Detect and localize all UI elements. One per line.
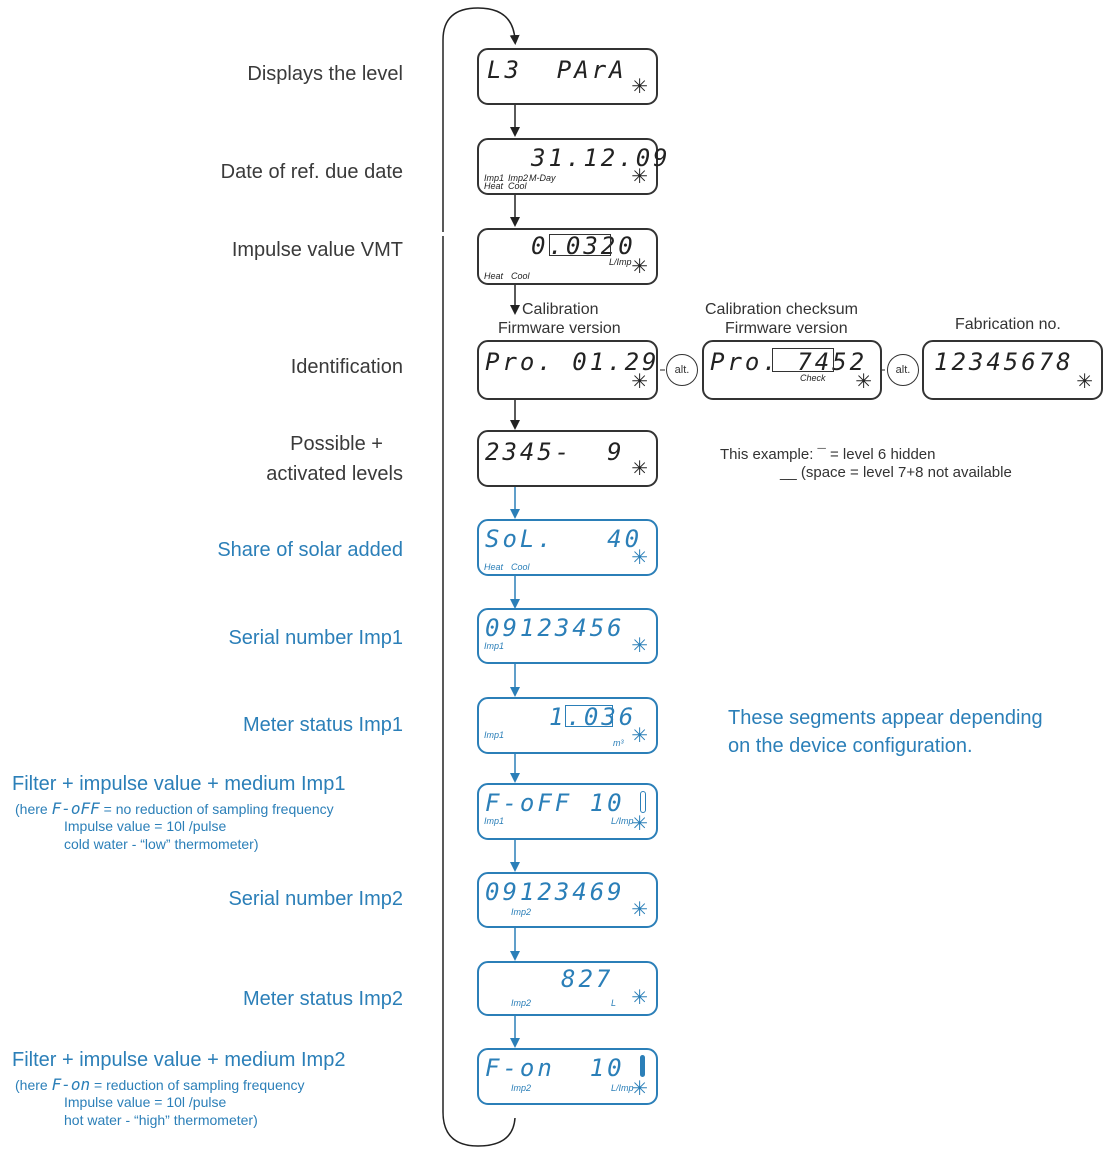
lcd-unit: m³ [613, 738, 624, 748]
lcd-imp2-tag: Imp2 [511, 1083, 532, 1093]
lcd-main-text: 09123469 [485, 878, 625, 906]
lcd-unit: L/Imp [611, 1083, 634, 1093]
snowflake-star-icon: ✳ [631, 371, 648, 393]
alt-toggle-1: alt. [666, 354, 698, 386]
lcd-filter-imp1-display: F-oFF 10 Imp1 L/Imp ✳ [477, 783, 658, 840]
snowflake-star-icon: ✳ [631, 76, 648, 98]
label-filter-imp2: Filter + impulse value + medium Imp2 [12, 1049, 346, 1071]
label-ref-due-date: Date of ref. due date [220, 161, 403, 183]
header-firmware-version: Firmware version [498, 320, 621, 337]
lcd-due-date-display: 31.12.09 Imp1 Imp2 M-Day Heat Cool ✳ [477, 138, 668, 195]
snowflake-star-icon: ✳ [631, 725, 648, 747]
lcd-unit: L [611, 998, 617, 1008]
lcd-main-text: Pro. 01.29 [485, 348, 660, 376]
label-identification: Identification [290, 356, 403, 378]
snowflake-star-icon: ✳ [631, 1078, 648, 1100]
lcd-heat-tag: Heat [484, 562, 504, 572]
snowflake-star-icon: ✳ [631, 899, 648, 921]
lcd-serial-imp2-display: 09123469 Imp2 ✳ [477, 872, 658, 928]
lcd-main-text: 12345678 [934, 348, 1074, 376]
label-possible: Possible + [290, 433, 383, 455]
lcd-levels-display: 2345- 9 ✳ [477, 430, 658, 487]
lcd-heat-tag: Heat [484, 181, 504, 191]
note-imp2-line3: hot water - “high” thermometer) [64, 1112, 258, 1128]
snowflake-star-icon: ✳ [631, 547, 648, 569]
lcd-main-text: F-oFF 10 [485, 789, 625, 817]
lcd-imp1-tag: Imp1 [484, 641, 505, 651]
snowflake-star-icon: ✳ [855, 371, 872, 393]
code-fon: F-on [51, 1075, 91, 1094]
lcd-main-text: SoL. 40 [485, 525, 643, 553]
lcd-imp1-tag: Imp1 [484, 816, 505, 826]
lcd-impulse-vmt-display: 0.0320 L/Imp Heat Cool ✳ [477, 228, 658, 285]
lcd-cool-tag: Cool [511, 271, 530, 281]
lcd-fabrication-display: 12345678 ✳ [922, 340, 1103, 400]
label-displays-level: Displays the level [247, 63, 403, 85]
lcd-unit: L/Imp [609, 257, 632, 267]
lcd-filter-imp2-display: F-on 10 Imp2 L/Imp ✳ [477, 1048, 658, 1105]
lcd-meter-imp2-display: 827 Imp2 L ✳ [477, 961, 658, 1016]
label-activated-levels: activated levels [266, 463, 403, 485]
lcd-digit-frame [565, 705, 613, 727]
lcd-mday-tag: M-Day [529, 173, 556, 183]
snowflake-star-icon: ✳ [631, 166, 648, 188]
lcd-cool-tag: Cool [511, 562, 530, 572]
header-fabrication-no: Fabrication no. [955, 316, 1061, 333]
note-imp1-line1: (here F-oFF = no reduction of sampling f… [15, 799, 334, 818]
lcd-main-text: 827 [561, 965, 614, 993]
lcd-unit: L/Imp [611, 816, 634, 826]
label-solar-share: Share of solar added [217, 539, 403, 561]
label-serial-imp1: Serial number Imp1 [228, 627, 403, 649]
lcd-main-text: F-on 10 [485, 1054, 625, 1082]
lcd-meter-imp1-display: 1.036 Imp1 m³ ✳ [477, 697, 658, 754]
snowflake-star-icon: ✳ [1076, 371, 1093, 393]
lcd-imp1-tag: Imp1 [484, 730, 505, 740]
segments-note-line1: These segments appear depending [728, 707, 1043, 729]
lcd-solar-display: SoL. 40 Heat Cool ✳ [477, 519, 658, 576]
label-impulse-vmt: Impulse value VMT [231, 239, 403, 261]
snowflake-star-icon: ✳ [631, 256, 648, 278]
lcd-checksum-display: Pro. 7452 Check ✳ [702, 340, 882, 400]
snowflake-star-icon: ✳ [631, 813, 648, 835]
lcd-digit-frame [549, 234, 611, 256]
lcd-level-display: L3 PArA ✳ [477, 48, 658, 105]
snowflake-star-icon: ✳ [631, 987, 648, 1009]
header-firmware-version-2: Firmware version [725, 320, 848, 337]
snowflake-star-icon: ✳ [631, 635, 648, 657]
label-meter-imp2: Meter status Imp2 [242, 988, 403, 1010]
header-calibration-checksum: Calibration checksum [705, 301, 858, 318]
lcd-imp2-tag: Imp2 [511, 907, 532, 917]
lcd-main-text: L3 PArA [487, 56, 627, 84]
lcd-heat-tag: Heat [484, 271, 504, 281]
label-meter-imp1: Meter status Imp1 [242, 714, 403, 736]
alt-toggle-2: alt. [887, 354, 919, 386]
lcd-main-text: 2345- 9 [485, 438, 625, 466]
example-line1: This example: ¯ = level 6 hidden [720, 446, 936, 463]
note-imp2-line1: (here F-on = reduction of sampling frequ… [15, 1075, 305, 1094]
lcd-main-text: 09123456 [485, 614, 625, 642]
lcd-imp1-tag: Imp1 [484, 173, 505, 183]
label-serial-imp2: Serial number Imp2 [228, 888, 403, 910]
lcd-imp2-tag: Imp2 [508, 173, 529, 183]
header-calibration: Calibration [522, 301, 599, 318]
note-imp2-line2: Impulse value = 10l /pulse [64, 1094, 227, 1110]
note-imp1-line2: Impulse value = 10l /pulse [64, 818, 227, 834]
thermometer-icon [640, 1055, 645, 1077]
lcd-identification-display: Pro. 01.29 ✳ [477, 340, 658, 400]
code-foff: F-oFF [51, 799, 100, 818]
lcd-check-tag: Check [800, 373, 826, 383]
snowflake-star-icon: ✳ [631, 458, 648, 480]
label-filter-imp1: Filter + impulse value + medium Imp1 [12, 773, 346, 795]
example-line2: __ (space = level 7+8 not available [780, 464, 1012, 481]
lcd-cool-tag: Cool [508, 181, 527, 191]
lcd-serial-imp1-display: 09123456 Imp1 ✳ [477, 608, 658, 664]
lcd-main-text: 31.12.09 [531, 144, 671, 172]
segments-note-line2: on the device configuration. [728, 735, 973, 757]
lcd-digit-frame [772, 348, 834, 372]
lcd-imp2-tag: Imp2 [511, 998, 532, 1008]
note-imp1-line3: cold water - “low” thermometer) [64, 836, 259, 852]
thermometer-icon [640, 791, 646, 813]
